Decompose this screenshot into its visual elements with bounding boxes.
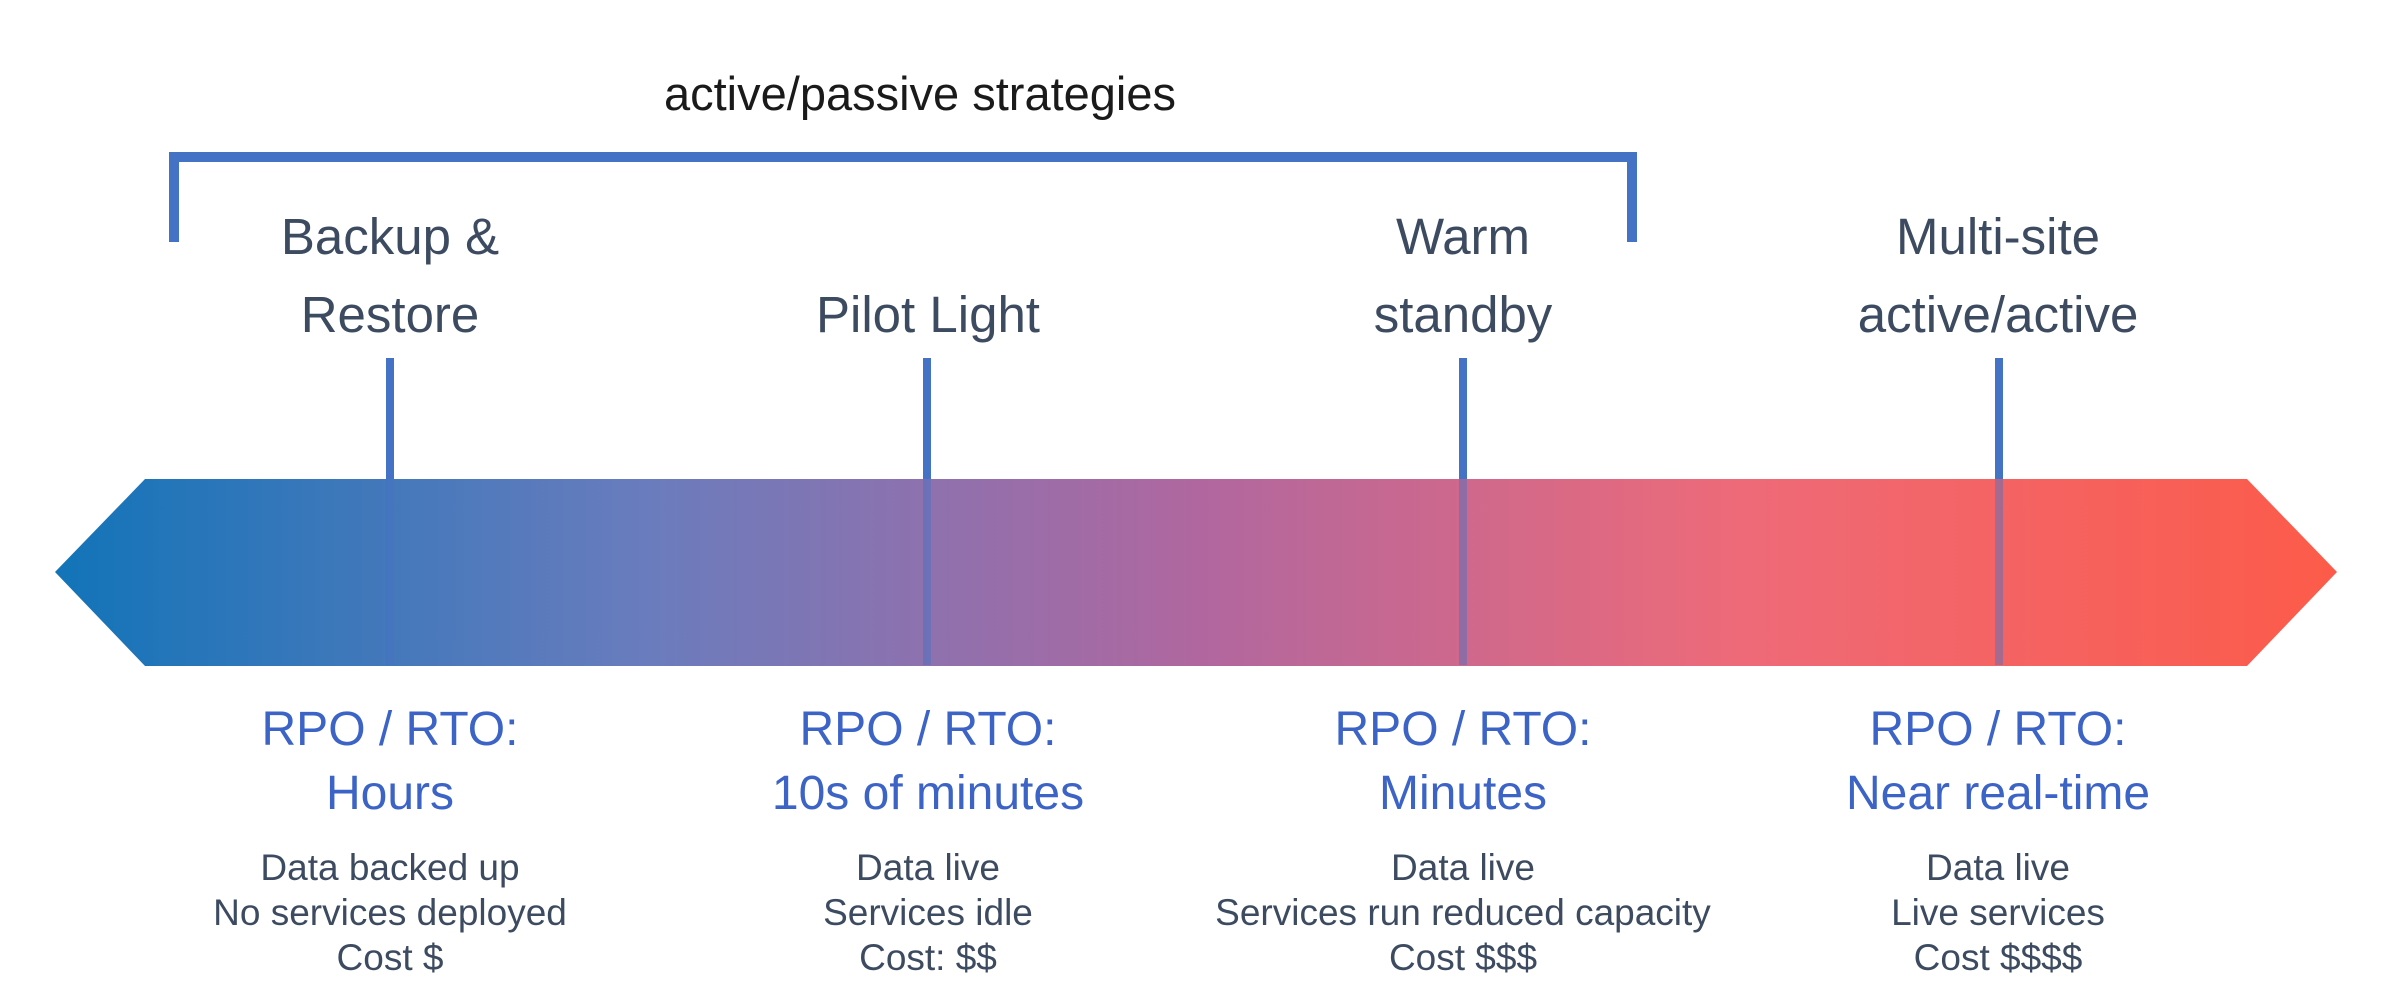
detail-line: Data live — [1391, 847, 1535, 888]
detail-line: Data backed up — [260, 847, 520, 888]
details-backup-restore: Data backed up No services deployed Cost… — [60, 845, 720, 980]
detail-line: Cost $$$ — [1388, 937, 1538, 978]
details-pilot-light: Data live Services idle Cost: $$ — [598, 845, 1258, 980]
rpo-rto-value: Near real-time — [1845, 767, 2151, 820]
connector-line-backup-restore — [386, 358, 394, 479]
connector-line-pilot-light — [923, 358, 931, 479]
rpo-rto-pilot-light: RPO / RTO: 10s of minutes — [598, 698, 1258, 826]
active-passive-title: active/passive strategies — [663, 67, 1177, 120]
connector-overlay-pilot-light — [923, 479, 931, 665]
connector-line-multi-site — [1995, 358, 2003, 479]
detail-line: Data live — [856, 847, 1000, 888]
connector-line-warm-standby — [1459, 358, 1467, 479]
detail-line: Cost $$$$ — [1913, 937, 2083, 978]
strategy-label-pilot-light: Pilot Light — [598, 276, 1258, 354]
rpo-rto-warm-standby: RPO / RTO: Minutes — [1133, 698, 1793, 826]
rpo-rto-heading: RPO / RTO: — [1869, 703, 2127, 756]
connector-overlay-warm-standby — [1459, 479, 1467, 665]
spectrum-arrow-svg — [55, 479, 2337, 666]
rpo-rto-multi-site: RPO / RTO: Near real-time — [1668, 698, 2328, 826]
details-warm-standby: Data live Services run reduced capacity … — [1133, 845, 1793, 980]
strategy-label-multi-site: Multi-site active/active — [1668, 198, 2328, 354]
detail-line: Services idle — [823, 892, 1033, 933]
detail-line: Data live — [1926, 847, 2070, 888]
gradient-spectrum-arrow — [55, 479, 2337, 666]
active-passive-bracket — [169, 152, 1637, 242]
label-line: standby — [1373, 286, 1553, 343]
label-line: Pilot Light — [816, 286, 1040, 343]
label-line: Backup & — [280, 208, 500, 265]
detail-line: No services deployed — [213, 892, 567, 933]
rpo-rto-heading: RPO / RTO: — [1334, 703, 1592, 756]
rpo-rto-value: Hours — [325, 767, 455, 820]
rpo-rto-heading: RPO / RTO: — [799, 703, 1057, 756]
label-line: active/active — [1857, 286, 2139, 343]
connector-overlay-multi-site — [1995, 479, 2003, 665]
double-headed-arrow-shape — [55, 479, 2337, 666]
detail-line: Services run reduced capacity — [1215, 892, 1711, 933]
rpo-rto-heading: RPO / RTO: — [261, 703, 519, 756]
strategy-label-backup-restore: Backup & Restore — [60, 198, 720, 354]
rpo-rto-value: 10s of minutes — [771, 767, 1085, 820]
rpo-rto-value: Minutes — [1378, 767, 1548, 820]
detail-line: Cost: $$ — [859, 937, 997, 978]
detail-line: Cost $ — [336, 937, 444, 978]
rpo-rto-backup-restore: RPO / RTO: Hours — [60, 698, 720, 826]
label-line: Restore — [300, 286, 480, 343]
label-line: Warm — [1395, 208, 1531, 265]
details-multi-site: Data live Live services Cost $$$$ — [1668, 845, 2328, 980]
label-line: Multi-site — [1895, 208, 2101, 265]
strategy-label-warm-standby: Warm standby — [1133, 198, 1793, 354]
detail-line: Live services — [1891, 892, 2105, 933]
connector-overlay-backup-restore — [386, 479, 394, 665]
